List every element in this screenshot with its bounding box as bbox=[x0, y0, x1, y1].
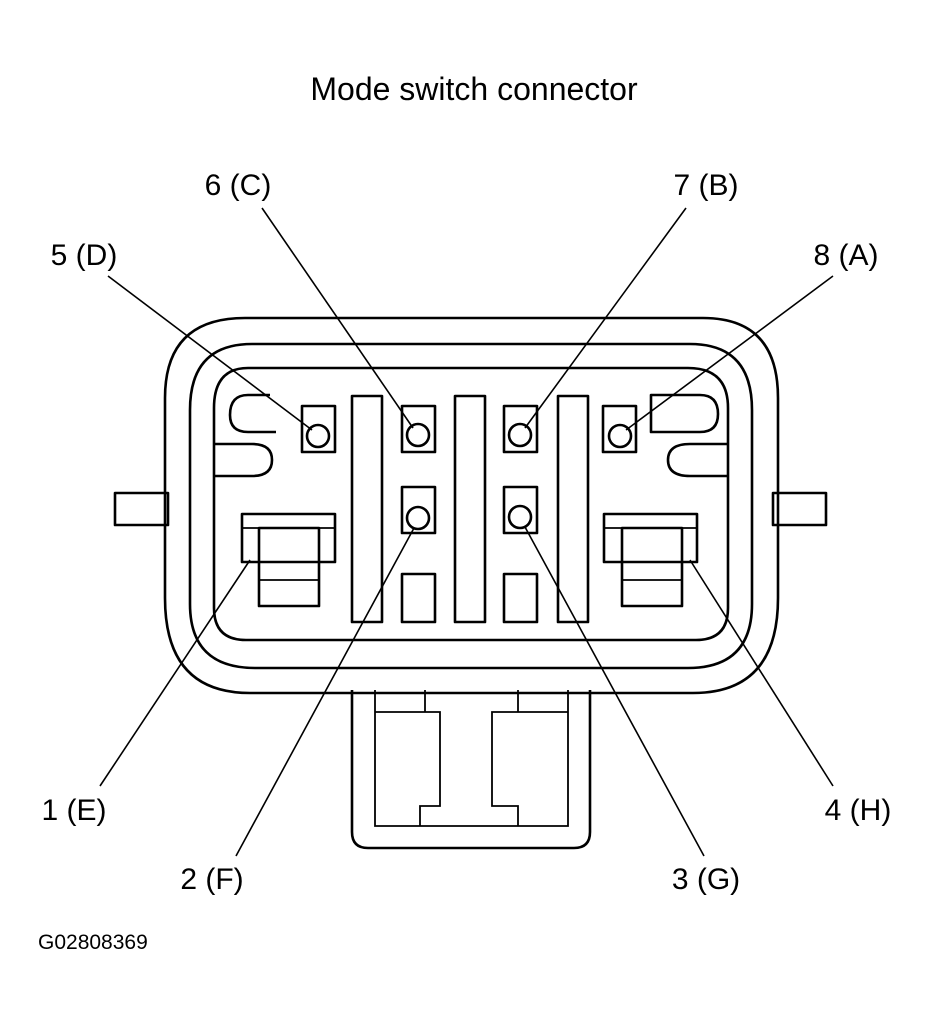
leader-line-3 bbox=[524, 526, 705, 857]
left-side-tab bbox=[113, 491, 170, 527]
terminal-pin-2 bbox=[405, 505, 431, 531]
terminal-label-5: 5 (D) bbox=[51, 239, 118, 272]
connector-body-outer bbox=[163, 316, 780, 695]
divider-rib-right bbox=[556, 394, 590, 624]
leader-line-6 bbox=[261, 207, 414, 429]
terminal-1-large bbox=[240, 512, 337, 608]
terminal-label-2: 2 (F) bbox=[180, 863, 243, 896]
terminal-4-large bbox=[602, 512, 699, 608]
connector-cavity bbox=[212, 366, 730, 642]
terminal-pin-6 bbox=[405, 422, 431, 448]
terminal-window-2 bbox=[400, 485, 437, 535]
divider-rib-center bbox=[453, 394, 487, 624]
terminal-label-8: 8 (A) bbox=[813, 239, 878, 272]
diagram-title: Mode switch connector bbox=[310, 71, 638, 107]
terminal-label-3: 3 (G) bbox=[672, 863, 740, 896]
right-side-tab bbox=[771, 491, 828, 527]
terminal-window-6 bbox=[400, 404, 437, 454]
terminal-window-8 bbox=[601, 404, 638, 454]
empty-window-left bbox=[400, 572, 437, 624]
leader-line-5 bbox=[107, 275, 313, 431]
terminal-label-6: 6 (C) bbox=[205, 169, 272, 202]
terminal-window-5 bbox=[300, 404, 337, 454]
terminal-pin-5 bbox=[305, 423, 331, 449]
terminal-label-1: 1 (E) bbox=[41, 794, 106, 827]
divider-rib-left bbox=[350, 394, 384, 624]
terminal-pin-8 bbox=[607, 423, 633, 449]
leader-line-4 bbox=[689, 559, 834, 787]
leader-line-1 bbox=[99, 559, 251, 787]
empty-window-right bbox=[502, 572, 539, 624]
right-key-slot bbox=[649, 393, 720, 434]
terminal-label-4: 4 (H) bbox=[825, 794, 892, 827]
left-key-slot bbox=[228, 393, 276, 434]
connector-body-middle bbox=[188, 342, 754, 670]
terminal-window-3 bbox=[502, 485, 539, 535]
figure-code: G02808369 bbox=[38, 931, 148, 954]
left-key-notch bbox=[214, 442, 274, 478]
terminal-pin-3 bbox=[507, 504, 533, 530]
bottom-latch bbox=[350, 690, 592, 850]
leader-line-8 bbox=[625, 275, 834, 431]
leader-line-7 bbox=[524, 207, 687, 429]
leader-line-2 bbox=[235, 527, 415, 857]
terminal-pin-7 bbox=[507, 422, 533, 448]
terminal-label-7: 7 (B) bbox=[673, 169, 738, 202]
right-key-notch bbox=[666, 442, 728, 478]
terminal-window-7 bbox=[502, 404, 539, 454]
